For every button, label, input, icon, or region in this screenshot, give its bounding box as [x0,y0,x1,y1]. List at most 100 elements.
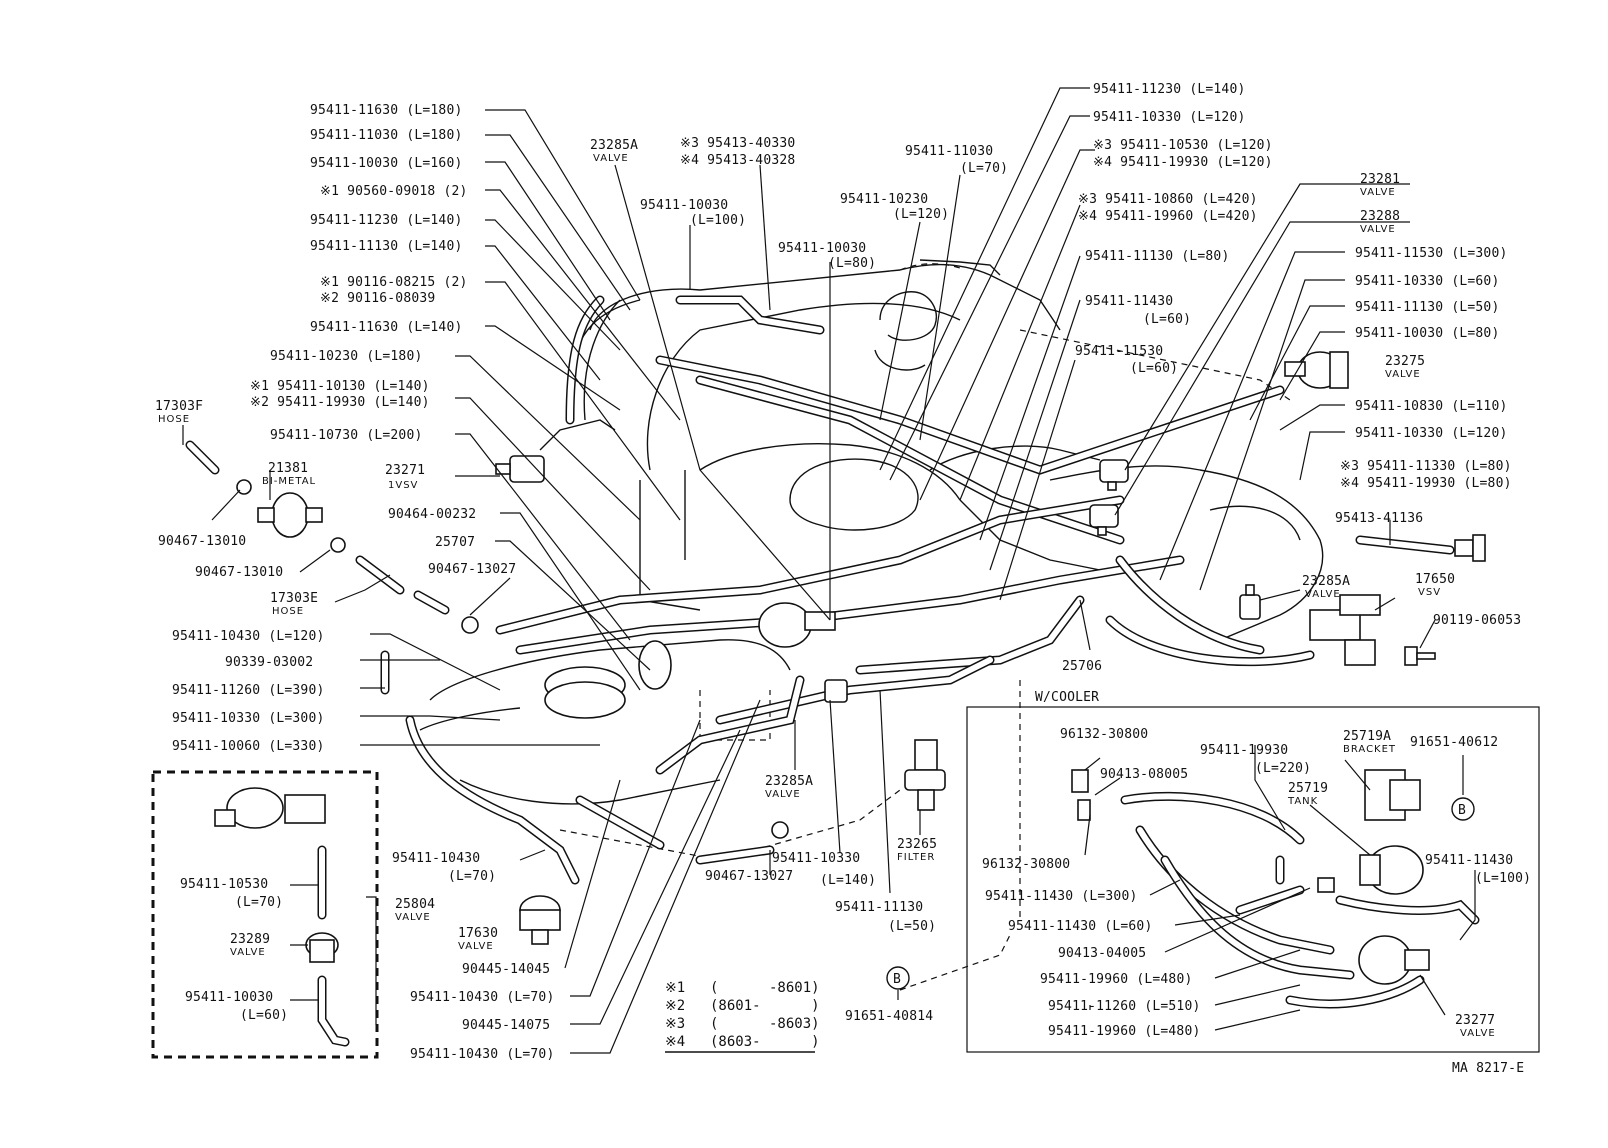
label-25719: 25719 [1288,781,1328,796]
label-95413-40330: ※3 95413-40330 [680,136,795,151]
label-95411-11430-l100: 95411-11430 [1425,853,1513,868]
valve-23285A-center [824,679,848,703]
figure-code: MA 8217-E [1452,1061,1524,1076]
label-90116-08215: ※1 90116-08215 (2) [320,275,468,290]
label-95411-10030-l80-right: 95411-10030 (L=80) [1355,326,1499,341]
bi-metal-21381 [257,492,323,538]
detail-box-w-cooler [966,706,1540,1053]
label-95411-10060-l330: 95411-10060 (L=330) [172,739,325,754]
legend-mark-3: ※3 [665,1016,685,1032]
hose-network [185,295,1480,1047]
label-17650: 17650 [1415,572,1455,587]
label-95411-10530-l70: 95411-10530 [180,877,268,892]
label-95411-10030-l160: 95411-10030 (L=160) [310,156,463,171]
label-23285A-center: 23285A [765,774,813,789]
label-95411-10030-l60: 95411-10030 [185,990,273,1005]
label-95411-10030-l60-len: (L=60) [240,1008,288,1023]
callout-b-right-letter: B [1458,803,1466,818]
valve-25706 [758,602,836,648]
label-23288: 23288 [1360,209,1400,224]
label-17303F: 17303F [155,399,203,414]
detail-box-25804 [151,770,379,1059]
bracket-25719A [1364,769,1421,821]
label-23275-valve: VALVE [1385,369,1421,380]
label-95411-11630-l140: 95411-11630 (L=140) [310,320,463,335]
label-25719A: 25719A [1343,729,1391,744]
label-95411-10230-l180: 95411-10230 (L=180) [270,349,423,364]
label-95411-10430-l120: 95411-10430 (L=120) [172,629,325,644]
label-95411-11130-l50-right: 95411-11130 (L=50) [1355,300,1499,315]
label-23285A-right-valve: VALVE [1305,589,1341,600]
label-95411-11430-l300: 95411-11430 (L=300) [985,889,1138,904]
label-95411-11130-l80: 95411-11130 (L=80) [1085,249,1229,264]
label-95411-10030-l100: 95411-10030 [640,198,728,213]
callout-b-left-letter: B [893,972,901,987]
fitting-90413-08005 [1071,769,1091,821]
label-96132-30800-b: 96132-30800 [982,857,1070,872]
label-23289: 23289 [230,932,270,947]
legend-mark-2: ※2 [665,998,685,1014]
label-95411-11230-l140: 95411-11230 (L=140) [310,213,463,228]
label-96132-30800-a: 96132-30800 [1060,727,1148,742]
label-23289-valve: VALVE [230,947,266,958]
label-95411-10430-l70-c: 95411-10430 (L=70) [410,1047,554,1062]
label-95411-10860: ※3 95411-10860 (L=420) [1078,192,1258,207]
legend-range-2: (8601- ) [710,998,820,1014]
label-95411-10330-l140: 95411-10330 [772,851,860,866]
label-95411-19930-l220: 95411-19930 [1200,743,1288,758]
clamp-90467-13010-b [330,537,346,553]
label-90119-06053: 90119-06053 [1433,613,1521,628]
label-95411-10430-l70-a-len: (L=70) [448,869,496,884]
labels-top-center: 23285A VALVE ※3 95413-40330 ※4 95413-403… [590,136,1008,271]
vsv-17650 [1309,594,1381,666]
valve-23281 [1099,459,1129,491]
valve-23275 [1284,351,1349,389]
clamp-90467-13027-b [771,821,789,839]
label-25804-valve: VALVE [395,912,431,923]
label-95411-19960-l420: ※4 95411-19960 (L=420) [1078,209,1258,224]
legend-mark-4: ※4 [665,1034,685,1050]
label-17630: 17630 [458,926,498,941]
label-23281-valve: VALVE [1360,187,1396,198]
label-95411-11260-l510: 95411-11260 (L=510) [1048,999,1201,1014]
label-23271-1vsv: 1VSV [388,480,418,491]
label-17303E-hose: HOSE [272,606,304,617]
label-95411-11030-l180: 95411-11030 (L=180) [310,128,463,143]
label-21381-bimetal: BI-METAL [262,476,316,487]
label-95411-11430-l60: 95411-11430 (L=60) [1008,919,1152,934]
label-95411-19930-l220-len: (L=220) [1255,761,1311,776]
label-95411-10130: ※1 95411-10130 (L=140) [250,379,430,394]
callout-b-right [1451,797,1475,821]
label-23265: 23265 [897,837,937,852]
label-95411-10430-l70-a: 95411-10430 [392,851,480,866]
valve-23289 [305,932,339,963]
labels-left: 95411-11630 (L=180) 95411-11030 (L=180) … [155,103,516,754]
label-95411-10030-l80: 95411-10030 [778,241,866,256]
label-95411-11130-l140: 95411-11130 (L=140) [310,239,463,254]
label-90116-08039: ※2 90116-08039 [320,291,435,306]
label-95411-11330-l80: ※3 95411-11330 (L=80) [1340,459,1512,474]
label-17303E: 17303E [270,591,318,606]
label-23265-filter: FILTER [897,852,935,863]
valve-23288 [1089,504,1119,536]
date-legend: ※1 ( -8601) ※2 (8601- ) ※3 ( -8603) ※4 (… [665,980,820,1053]
clamp-90467-13027-a [461,616,479,634]
label-95411-11530-l60: 95411-11530 [1075,344,1163,359]
leader-lines [182,87,1476,1054]
label-23277-valve: VALVE [1460,1028,1496,1039]
label-95413-41136: 95413-41136 [1335,511,1423,526]
label-25804: 25804 [395,897,435,912]
label-95411-11230-l140-right: 95411-11230 (L=140) [1093,82,1246,97]
valve-23277 [1358,935,1430,985]
label-95411-10530-l120: ※3 95411-10530 (L=120) [1093,138,1273,153]
tank-25719 [1359,845,1424,895]
label-95411-10330-l120-right: 95411-10330 (L=120) [1355,426,1508,441]
valve-25804-detail [214,787,326,829]
label-23277: 23277 [1455,1013,1495,1028]
label-95411-10330-l300: 95411-10330 (L=300) [172,711,325,726]
label-95411-10030-l80-len: (L=80) [828,256,876,271]
valve-17630 [519,895,561,945]
label-90467-13010-b: 90467-13010 [195,565,283,580]
